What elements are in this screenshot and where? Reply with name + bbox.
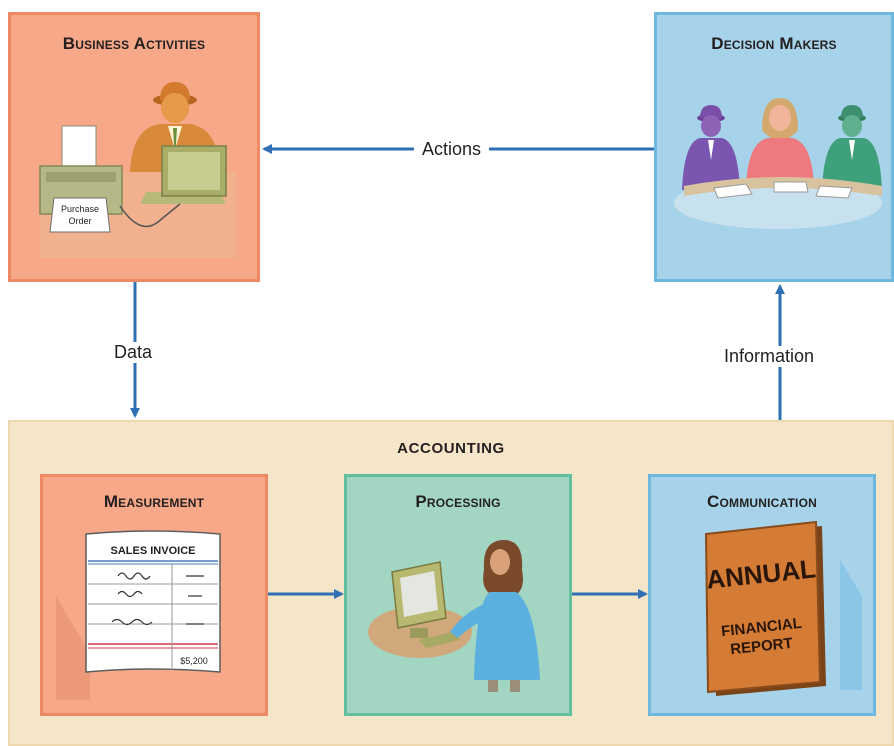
business-activity-illustration <box>39 82 236 258</box>
information-label: Information <box>716 346 823 367</box>
report-report: REPORT <box>730 635 794 658</box>
measurement-title: Measurement <box>103 492 205 511</box>
actions-label: Actions <box>414 139 490 160</box>
sales-invoice-illustration <box>56 530 221 700</box>
accounting-title: ACCOUNTING <box>397 440 505 457</box>
business-activities-title: Business Activities <box>62 34 206 53</box>
decision-makers-title: Decision Makers <box>711 34 837 53</box>
invoice-title: SALES INVOICE <box>111 545 196 557</box>
invoice-total: $5,200 <box>180 656 208 666</box>
annual-report-illustration <box>704 520 862 696</box>
purchase-order-line1: Purchase <box>61 204 99 214</box>
communication-title: Communication <box>707 492 817 511</box>
data-label: Data <box>106 342 161 363</box>
purchase-order-line2: Order <box>68 216 91 226</box>
decision-makers-illustration <box>674 98 882 229</box>
processing-title: Processing <box>415 492 501 511</box>
processing-illustration <box>368 540 540 692</box>
